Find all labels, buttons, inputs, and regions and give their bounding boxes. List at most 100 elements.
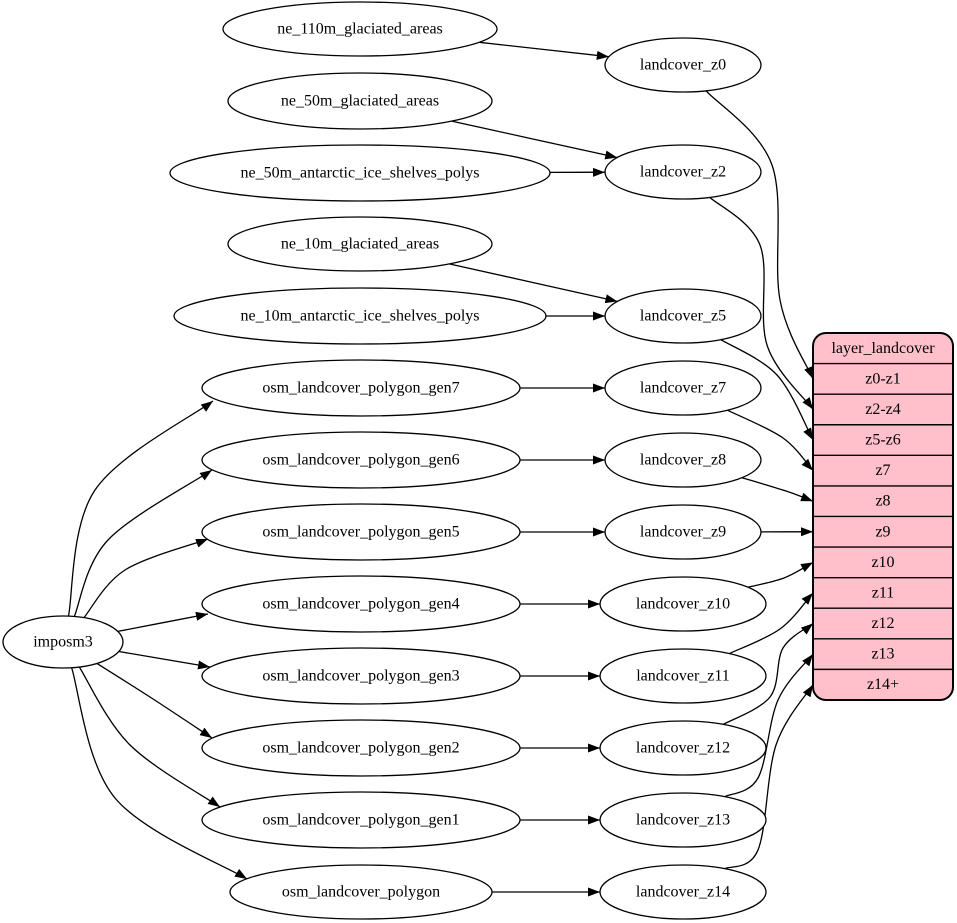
node-ellipse-ne_50m_glaciated_areas (227, 72, 493, 130)
node-landcover_z12: landcover_z12 (599, 720, 767, 776)
node-label-landcover_z0: landcover_z0 (640, 57, 726, 74)
table-row-z9: z9 (875, 523, 890, 540)
node-ellipse-osm_landcover_polygon_gen1 (201, 791, 521, 849)
table-row-z7: z7 (875, 462, 890, 479)
edge-ne_10m_glaciated_areas-to-landcover_z5 (449, 263, 618, 304)
edge-imposm3-to-osm_landcover_polygon_gen2 (96, 662, 213, 739)
edge-landcover_z7-to-table-row-z7 (727, 409, 814, 472)
node-osm_landcover_polygon_gen5: osm_landcover_polygon_gen5 (201, 503, 521, 561)
node-landcover_z13: landcover_z13 (599, 792, 767, 848)
node-landcover_z7: landcover_z7 (604, 360, 762, 416)
table-row-z12: z12 (871, 615, 894, 632)
edge-landcover_z0-to-table-row-z0-z1 (705, 90, 814, 380)
node-ellipse-osm_landcover_polygon_gen4 (201, 575, 521, 633)
node-imposm3: imposm3 (2, 615, 124, 669)
node-label-imposm3: imposm3 (33, 634, 93, 651)
table-row-z13: z13 (871, 646, 894, 663)
node-ellipse-landcover_z10 (599, 576, 767, 632)
node-ellipse-ne_10m_glaciated_areas (227, 216, 493, 272)
table-layer_landcover: layer_landcover z0-z1 z2-z4 z5-z6 z7 z8 z9 z10 z… (812, 332, 954, 701)
node-ellipse-landcover_z2 (604, 144, 762, 200)
edges (67, 41, 814, 897)
node-ellipse-osm_landcover_polygon_gen6 (201, 431, 521, 489)
node-landcover_z5: landcover_z5 (604, 288, 762, 344)
node-ne_50m_glaciated_areas: ne_50m_glaciated_areas (227, 72, 493, 130)
node-label-osm_landcover_polygon_gen4: osm_landcover_polygon_gen4 (262, 596, 459, 613)
node-ne_50m_antarctic_ice_shelves_polys: ne_50m_antarctic_ice_shelves_polys (169, 144, 551, 202)
node-label-landcover_z9: landcover_z9 (640, 524, 726, 541)
table-row-z5-z6: z5-z6 (865, 432, 901, 449)
node-ellipse-landcover_z13 (599, 792, 767, 848)
node-label-osm_landcover_polygon_gen5: osm_landcover_polygon_gen5 (262, 524, 459, 541)
node-label-landcover_z13: landcover_z13 (636, 812, 730, 829)
node-osm_landcover_polygon_gen1: osm_landcover_polygon_gen1 (201, 791, 521, 849)
node-ellipse-osm_landcover_polygon (229, 864, 493, 920)
node-label-landcover_z8: landcover_z8 (640, 452, 726, 469)
edge-landcover_z13-to-table-row-z13 (724, 653, 814, 798)
table-row-z11: z11 (872, 584, 895, 601)
node-ne_10m_antarctic_ice_shelves_polys: ne_10m_antarctic_ice_shelves_polys (173, 287, 547, 345)
node-ne_110m_glaciated_areas: ne_110m_glaciated_areas (222, 1, 498, 57)
edge-imposm3-to-osm_landcover_polygon_gen7 (67, 400, 214, 617)
node-ellipse-imposm3 (2, 615, 124, 669)
table-title: layer_landcover (831, 340, 935, 357)
node-label-osm_landcover_polygon_gen2: osm_landcover_polygon_gen2 (262, 740, 459, 757)
edge-landcover_z12-to-table-row-z12 (722, 622, 814, 725)
node-ellipse-landcover_z8 (604, 432, 762, 488)
node-landcover_z10: landcover_z10 (599, 576, 767, 632)
table-row-z10: z10 (871, 554, 894, 571)
node-ellipse-osm_landcover_polygon_gen7 (201, 359, 521, 417)
node-osm_landcover_polygon_gen4: osm_landcover_polygon_gen4 (201, 575, 521, 633)
edge-landcover_z14-to-table-row-z14+ (724, 684, 814, 870)
node-label-osm_landcover_polygon: osm_landcover_polygon (282, 884, 440, 901)
node-osm_landcover_polygon: osm_landcover_polygon (229, 864, 493, 920)
node-ellipse-osm_landcover_polygon_gen5 (201, 503, 521, 561)
edge-ne_110m_glaciated_areas-to-landcover_z0 (479, 41, 609, 60)
node-label-landcover_z7: landcover_z7 (640, 380, 726, 397)
edge-imposm3-to-osm_landcover_polygon_gen5 (83, 538, 209, 619)
node-ellipse-osm_landcover_polygon_gen2 (201, 719, 521, 777)
table-row-z0-z1: z0-z1 (865, 370, 901, 387)
table-row-z2-z4: z2-z4 (865, 401, 901, 418)
node-label-ne_50m_antarctic_ice_shelves_polys: ne_50m_antarctic_ice_shelves_polys (240, 165, 479, 182)
edge-ne_50m_glaciated_areas-to-landcover_z2 (451, 120, 618, 160)
node-ellipse-landcover_z0 (604, 37, 762, 93)
table-row-z8: z8 (875, 493, 890, 510)
edge-landcover_z10-to-table-row-z10 (747, 561, 814, 588)
node-landcover_z0: landcover_z0 (604, 37, 762, 93)
node-ellipse-landcover_z11 (599, 648, 767, 704)
edge-imposm3-to-osm_landcover_polygon_gen4 (117, 611, 209, 633)
node-landcover_z2: landcover_z2 (604, 144, 762, 200)
node-label-ne_50m_glaciated_areas: ne_50m_glaciated_areas (281, 93, 439, 110)
node-label-ne_10m_glaciated_areas: ne_10m_glaciated_areas (281, 236, 439, 253)
edge-imposm3-to-osm_landcover_polygon_gen3 (118, 650, 211, 670)
node-label-landcover_z12: landcover_z12 (636, 740, 730, 757)
node-ellipse-ne_50m_antarctic_ice_shelves_polys (169, 144, 551, 202)
nodes: imposm3 ne_110m_glaciated_areas ne_50m_gla… (2, 1, 767, 920)
node-label-osm_landcover_polygon_gen1: osm_landcover_polygon_gen1 (262, 812, 459, 829)
node-label-osm_landcover_polygon_gen6: osm_landcover_polygon_gen6 (262, 452, 459, 469)
node-label-landcover_z14: landcover_z14 (636, 884, 730, 901)
node-ellipse-landcover_z9 (604, 504, 762, 560)
node-ellipse-osm_landcover_polygon_gen3 (201, 647, 521, 705)
node-ne_10m_glaciated_areas: ne_10m_glaciated_areas (227, 216, 493, 272)
edge-imposm3-to-osm_landcover_polygon_gen1 (78, 666, 221, 808)
edge-landcover_z5-to-table-row-z5-z6 (720, 339, 814, 441)
node-osm_landcover_polygon_gen3: osm_landcover_polygon_gen3 (201, 647, 521, 705)
node-osm_landcover_polygon_gen7: osm_landcover_polygon_gen7 (201, 359, 521, 417)
node-label-ne_110m_glaciated_areas: ne_110m_glaciated_areas (277, 21, 443, 38)
node-ellipse-landcover_z7 (604, 360, 762, 416)
edge-imposm3-to-osm_landcover_polygon (70, 667, 248, 880)
edge-landcover_z2-to-table-row-z2-z4 (709, 196, 814, 410)
node-label-osm_landcover_polygon_gen7: osm_landcover_polygon_gen7 (262, 380, 459, 397)
node-ellipse-landcover_z12 (599, 720, 767, 776)
table-row-z14+: z14+ (867, 676, 899, 693)
node-label-landcover_z10: landcover_z10 (636, 596, 730, 613)
node-label-osm_landcover_polygon_gen3: osm_landcover_polygon_gen3 (262, 668, 459, 685)
node-osm_landcover_polygon_gen2: osm_landcover_polygon_gen2 (201, 719, 521, 777)
node-ellipse-ne_110m_glaciated_areas (222, 1, 498, 57)
node-label-landcover_z11: landcover_z11 (636, 668, 730, 685)
node-osm_landcover_polygon_gen6: osm_landcover_polygon_gen6 (201, 431, 521, 489)
node-landcover_z11: landcover_z11 (599, 648, 767, 704)
